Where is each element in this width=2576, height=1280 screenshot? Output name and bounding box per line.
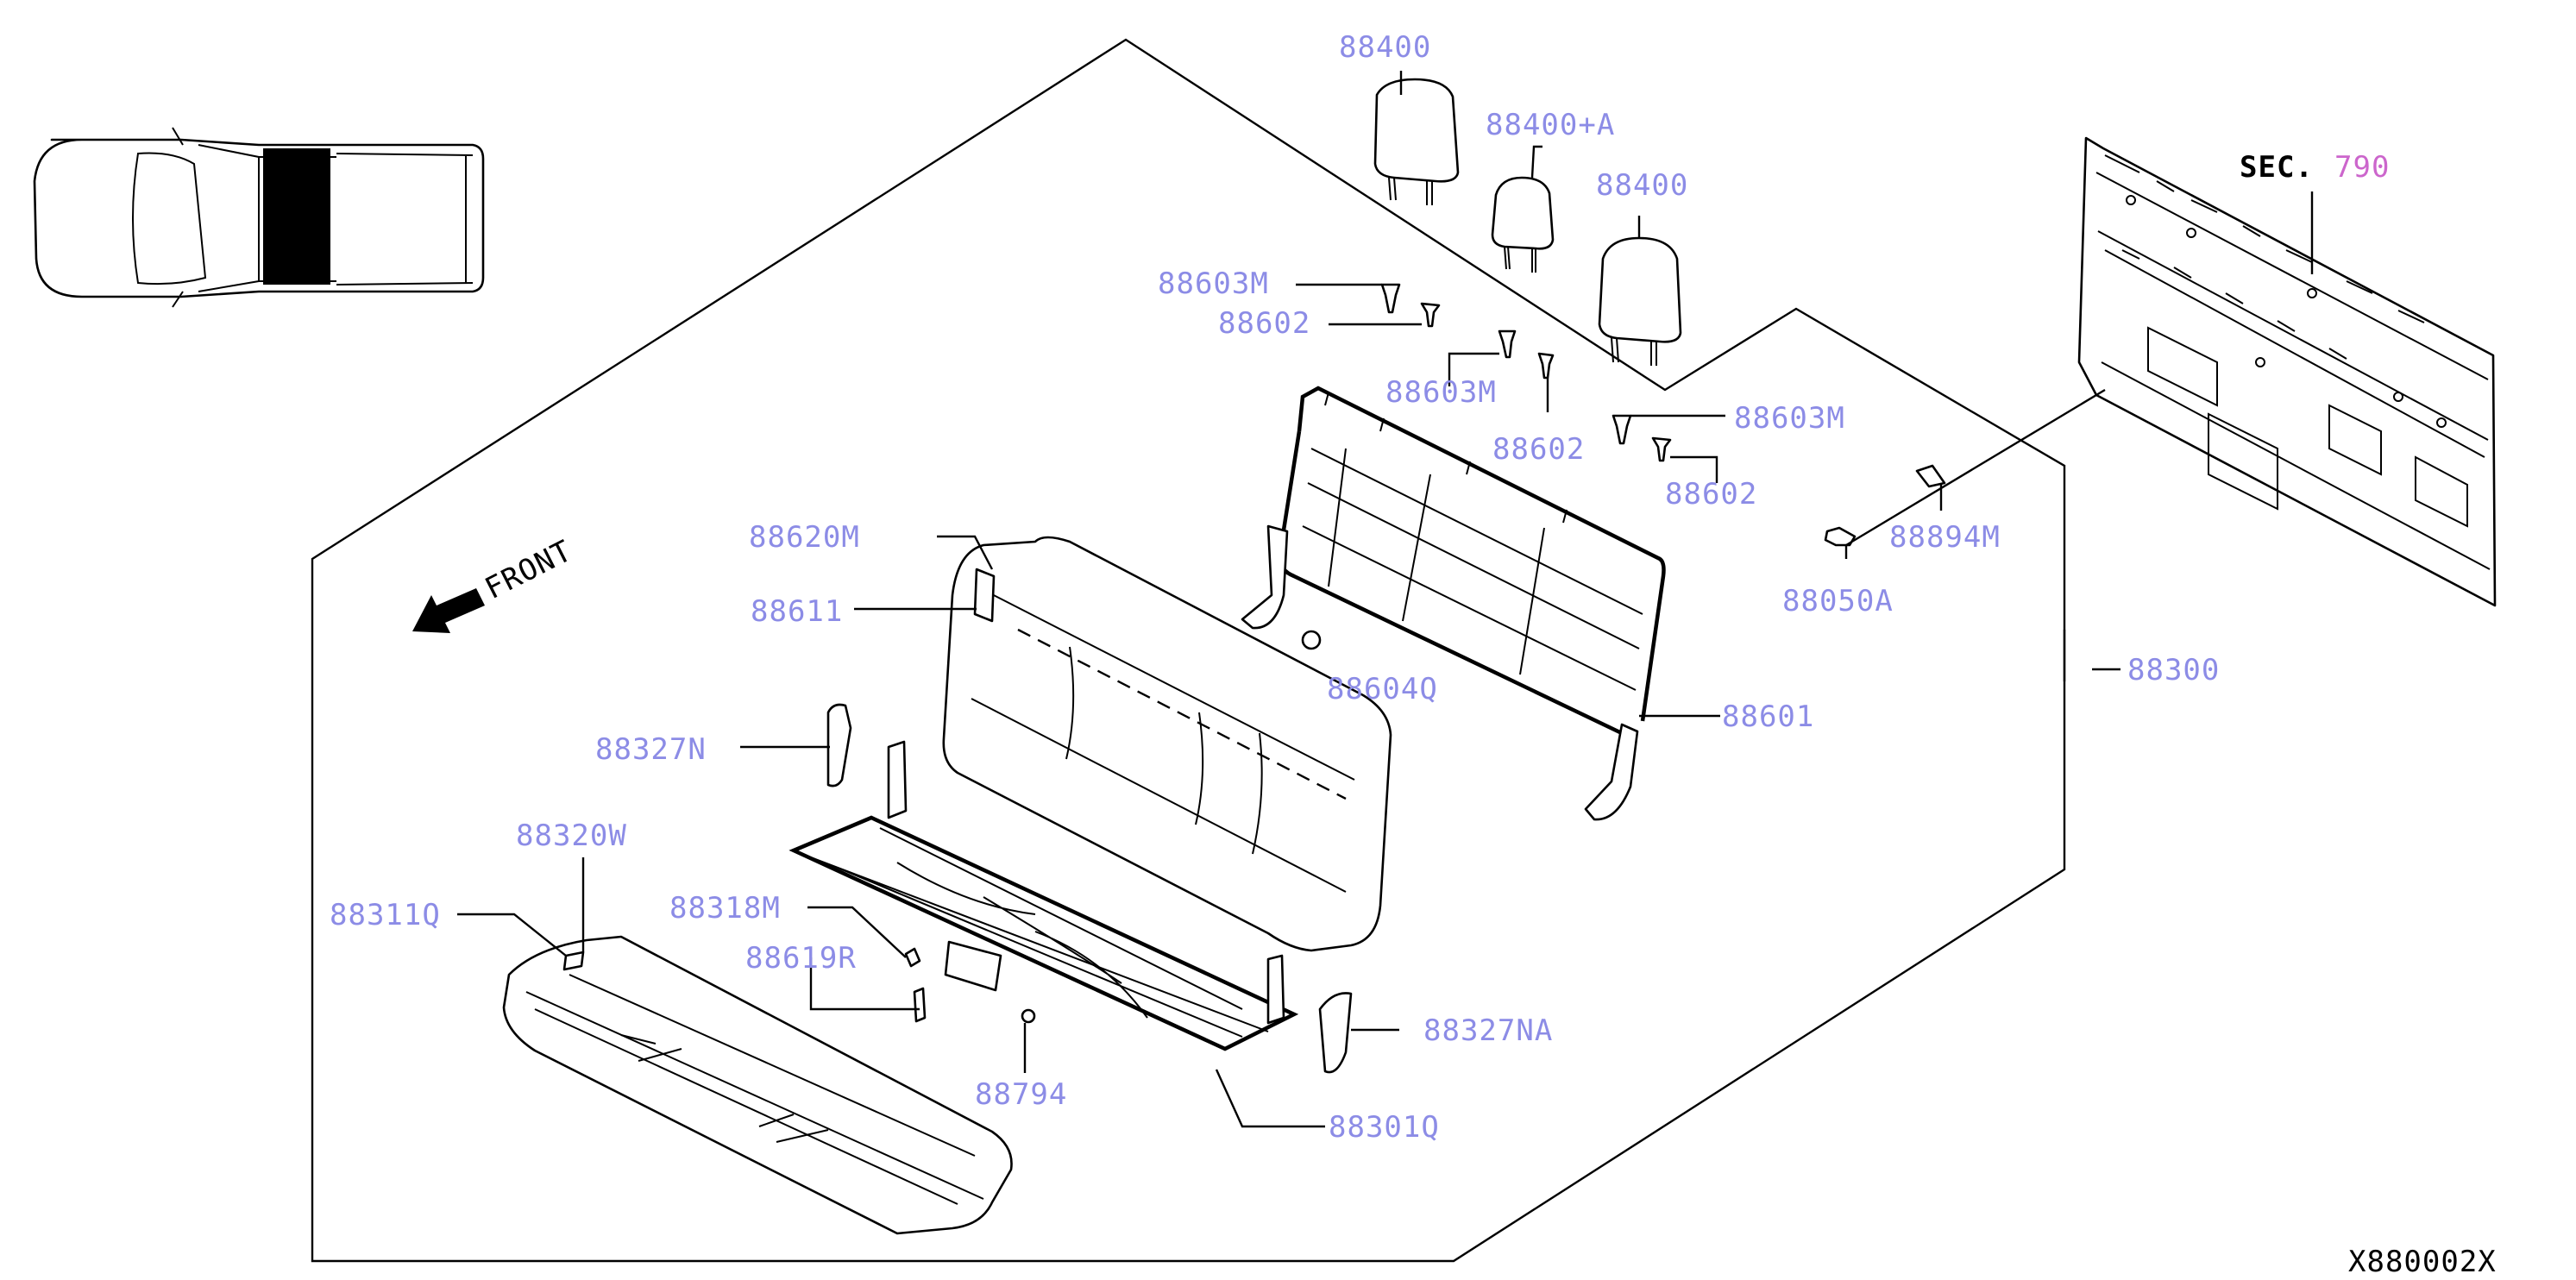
label-bracket: 88894M: [1889, 520, 2001, 555]
fastener-parts: [904, 464, 1946, 1024]
seat-back-frame: [1241, 386, 1666, 821]
label-latch: 88318M: [669, 891, 781, 925]
hinge-cover-left: [826, 703, 852, 787]
seat-cushion: [502, 935, 1013, 1235]
label-guide-m-mid: 88603M: [1385, 375, 1497, 410]
seat-back-trim: [942, 536, 1392, 952]
label-back-frame: 88601: [1722, 700, 1814, 734]
label-headrest-plus: 88400+A: [1486, 108, 1615, 142]
assembly-boundary: [311, 38, 2066, 1263]
label-guide-right: 88602: [1665, 477, 1757, 511]
hinge-cover-right: [1318, 992, 1353, 1074]
front-label: FRONT: [480, 534, 578, 606]
label-assembly-ref: 88300: [2127, 653, 2220, 687]
headrest-center: [1373, 78, 1460, 205]
label-striker: 88619R: [745, 941, 857, 976]
label-headrest-center: 88400: [1339, 30, 1431, 65]
headrest-plus: [1491, 176, 1555, 273]
guide-sleeves: [1380, 283, 1672, 462]
sec-prefix: SEC.: [2240, 150, 2314, 185]
label-back-cover-m: 88620M: [749, 520, 860, 555]
rear-body-panel: [2077, 136, 2497, 607]
label-cushion-trim: 88320W: [516, 819, 627, 853]
sec-number: 790: [2334, 150, 2390, 185]
front-arrow-icon: [412, 588, 485, 633]
label-guide-m-right: 88603M: [1734, 401, 1845, 436]
label-bolt: 88050A: [1782, 584, 1894, 618]
label-guide-m-left: 88603M: [1158, 267, 1269, 301]
label-clip: 88794: [975, 1077, 1067, 1112]
label-guide-mid: 88602: [1492, 432, 1585, 467]
label-hinge-cover-left: 88327N: [595, 732, 707, 767]
label-guide-left: 88602: [1218, 306, 1310, 341]
label-hinge-cover-right: 88327NA: [1423, 1013, 1553, 1048]
label-back-trim: 88611: [751, 594, 843, 629]
rear-seat-highlight: [263, 148, 330, 285]
label-back-lock: 88604Q: [1327, 672, 1438, 706]
headrest-right: [1598, 236, 1682, 366]
label-cushion-frame: 88301Q: [1329, 1110, 1440, 1145]
label-headrest-right: 88400: [1596, 168, 1688, 203]
part-labels: 88400 88400+A 88400 88603M 88602 88603M …: [330, 30, 2220, 1145]
cushion-frame: [789, 740, 1299, 1051]
label-cushion: 88311Q: [330, 898, 441, 932]
diagram-code: X880002X: [2348, 1245, 2497, 1279]
leader-lines: [457, 71, 2120, 1128]
vehicle-locator-icon: [33, 127, 485, 308]
